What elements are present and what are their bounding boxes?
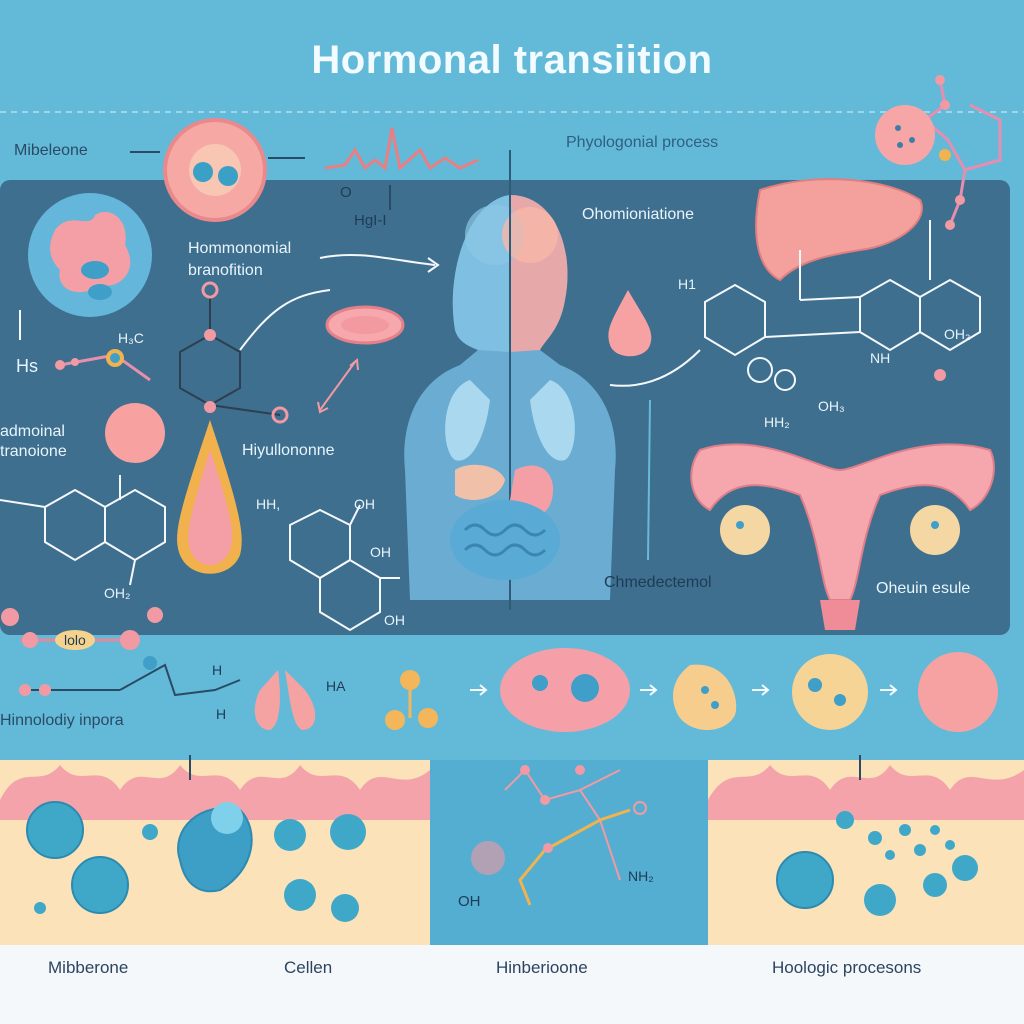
human-silhouette (404, 150, 616, 610)
label-physiological-process: Phyologonial process (566, 134, 719, 151)
footer-caption: Hinberioone (496, 958, 588, 977)
chem-label: lolo (64, 632, 86, 648)
chem-label: HH, (256, 496, 281, 512)
process-row (1, 607, 998, 732)
chem-label: NH₂ (628, 868, 654, 884)
hexagon-molecule-3 (289, 504, 400, 632)
chem-label: NH (870, 350, 891, 366)
chem-label: HH₂ (764, 414, 790, 430)
label-ohormioniatione: Ohomioniatione (582, 206, 695, 223)
label-hinnolodiy-inpora: Hinnolodiy inpora (0, 712, 124, 729)
chem-label: OH₃ (818, 398, 845, 414)
tissue-panels (0, 755, 1024, 945)
left-circle (105, 403, 165, 463)
chem-label: OH (354, 496, 375, 512)
chem-label: O (340, 184, 352, 201)
top-cell (130, 118, 305, 222)
label-hormonal-transition: Hommonomial branofition (188, 240, 292, 279)
chem-label: HA (326, 678, 346, 694)
chem-label: H1 (678, 276, 696, 292)
footer-caption: Hoologic procesons (772, 958, 922, 977)
chem-label: H₃C (118, 330, 144, 346)
chem-label: OH (384, 612, 405, 628)
chem-label: OH₂ (944, 326, 971, 342)
hexagon-molecule-4 (704, 220, 981, 357)
chem-label: H (216, 706, 227, 722)
chem-label: HgI-I (354, 212, 387, 229)
uterus (690, 443, 995, 630)
chem-label: OH (458, 893, 481, 910)
label-oheuin-esule: Oheuin esule (876, 580, 971, 597)
footer-caption: Mibberone (48, 958, 129, 977)
chem-label: OH₂ (104, 585, 131, 601)
chem-label: OH (370, 544, 391, 560)
label-chmedectemol: Chmedectemol (604, 574, 712, 591)
left-small-molecule (19, 310, 151, 382)
label-hiyullononne: Hiyullononne (242, 442, 335, 459)
liver (755, 178, 923, 282)
page-title: Hormonal transiition (311, 38, 713, 82)
left-hormone-gland (28, 193, 152, 317)
label-admoinal-tranoione: admoinal tranoione (0, 423, 67, 460)
waveform (324, 127, 479, 171)
chem-label: H (212, 662, 223, 678)
droplet (177, 420, 242, 574)
footer-caption: Cellen (284, 958, 333, 977)
hexagon-molecule-2 (0, 475, 166, 586)
chem-label: Hs (16, 356, 38, 376)
label-mibeleone: Mibeleone (14, 142, 88, 159)
